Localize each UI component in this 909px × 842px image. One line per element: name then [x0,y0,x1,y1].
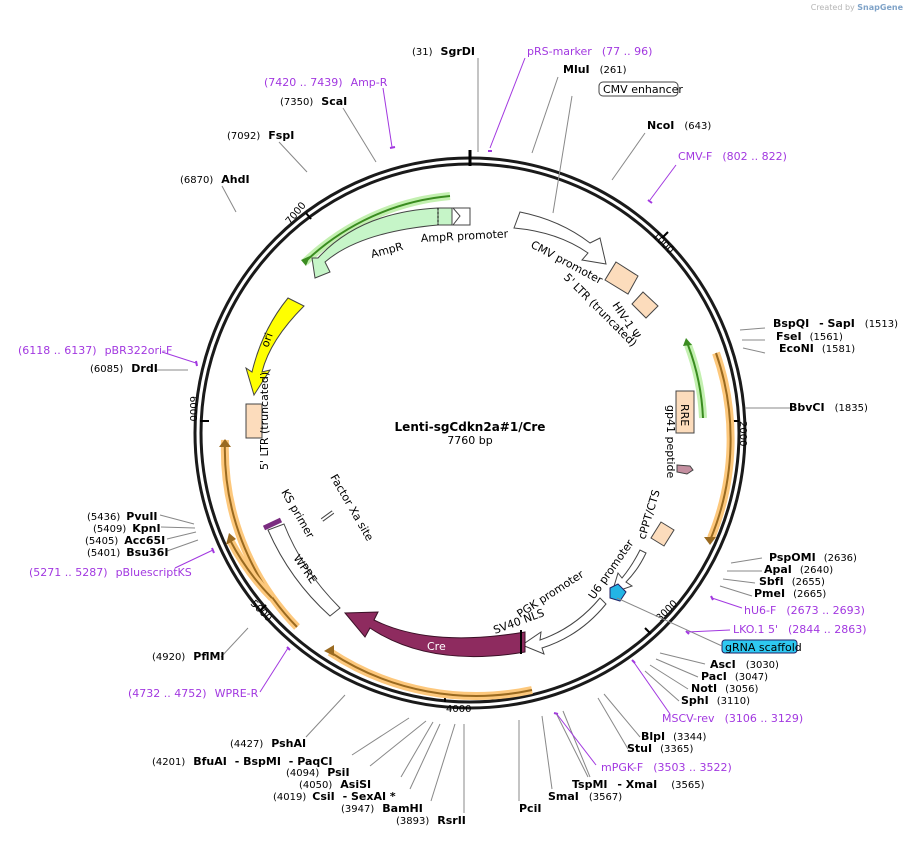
site-ahdi: (6870)AhdI [180,173,250,186]
snapgene-credit: Created by SnapGene [811,3,903,12]
site-bsu36i: (5401)Bsu36I [87,546,168,559]
credit-prefix: Created by [810,3,855,12]
primer-pbr322ori-f: (6118 .. 6137)pBR322ori-F [18,344,172,357]
primer-mscv-rev: MSCV-rev(3106 .. 3129) [662,712,803,725]
site-pspomi: PspOMI(2636) [769,551,857,564]
primer-labels: pRS-marker(77 .. 96) CMV-F(802 .. 822) h… [18,45,867,774]
u6-blue-mark [609,583,627,602]
gRNA-scaffold-label: gRNA scaffold [725,641,802,654]
ori-label: ori [259,331,276,349]
primer-leaders [161,57,743,766]
site-asisi: (4050)AsiSI [299,778,371,791]
site-pmei: PmeI(2665) [754,587,826,600]
primer-pbluescriptks: (5271 .. 5287)pBluescriptKS [29,566,192,579]
plasmid-title: Lenti-sgCdkn2a#1/Cre 7760 bp [395,420,546,447]
hiv-psi-box [631,291,659,319]
site-pflmi: (4920)PflMI [152,650,225,663]
ks-primer-mark [262,517,283,531]
primer-wpre-r: (4732 .. 4752)WPRE-R [128,687,259,700]
site-csii: (4019)CsiI - SexAI * [273,790,396,803]
ampr-promoter-label: AmpR promoter [420,227,508,245]
site-sphi: SphI(3110) [681,694,750,707]
ampr-arrow [311,207,439,279]
u6-promoter-arrow [611,549,647,594]
ltr-left-label: 5' LTR (truncated) [258,372,271,470]
cre-highlight-arc [327,648,533,700]
site-smai: SmaI(3567) [548,790,622,803]
cre-arrow [343,611,526,658]
cmv-promoter-arrow [513,211,607,265]
site-pvuii: (5436)PvuII [87,510,158,523]
site-pcii: PciI [519,802,541,815]
tick-1000: 1000 [650,230,676,256]
tick-6000: 6000 [187,396,198,421]
site-ncoi: NcoI(643) [647,119,711,132]
gp41-arrow [676,464,694,475]
site-tspmi: TspMI - XmaI(3565) [572,778,705,791]
ori-arrow [245,297,305,397]
factor-xa-label: Factor Xa site [327,472,376,543]
site-asci: AscI(3030) [710,658,779,671]
site-noti: NotI(3056) [691,682,758,695]
site-scai: (7350)ScaI [280,95,347,108]
features [219,192,735,700]
site-econi: EcoNI(1581) [779,342,855,355]
site-sgrdi: (31)SgrDI [412,45,475,58]
gRNA-scaffold-box [721,639,798,654]
primer-cmv-f: CMV-F(802 .. 822) [678,150,787,163]
site-fspi: (7092)FspI [227,129,294,142]
credit-brand: SnapGene [857,3,903,12]
site-bspqi: BspQI - SapI(1513) [773,317,898,330]
site-bamhi: (3947)BamHI [341,802,423,815]
cppt-box [650,521,675,547]
cmv-enhancer-label: CMV enhancer [603,83,683,96]
plasmid-name: Lenti-sgCdkn2a#1/Cre [395,420,546,434]
tick-2000: 2000 [737,421,748,446]
ltr-left-box [245,403,263,439]
site-paci: PacI(3047) [701,670,768,683]
primer-prs-marker: pRS-marker(77 .. 96) [527,45,652,58]
site-rsrii: (3893)RsrII [396,814,466,827]
cre-label: Cre [427,640,446,653]
site-psii: (4094)PsiI [286,766,350,779]
site-sbfi: SbfI(2655) [759,575,825,588]
primer-mpgk-f: mPGK-F(3503 .. 3522) [601,761,732,774]
site-stui: StuI(3365) [627,742,693,755]
primer-lko: LKO.1 5'(2844 .. 2863) [733,623,867,636]
cmv-enhancer-box [598,81,679,97]
site-fsei: FseI(1561) [776,330,843,343]
pgk-promoter-arrow [520,597,607,655]
wpre-box [267,523,341,617]
site-apai: ApaI(2640) [764,563,833,576]
restriction-sites: (31)SgrDI MluI(261) NcoI(643) BspQI - Sa… [85,45,898,827]
gp41-label: gp41 peptide [664,405,677,479]
site-pshai: (4427)PshAI [230,737,306,750]
backbone [193,150,747,710]
site-acc65i: (5405)Acc65I [85,534,165,547]
primer-amp-r: (7420 .. 7439)Amp-R [264,76,388,89]
ltr-top-box [604,261,639,295]
leader-lines [155,58,790,813]
plasmid-size: 7760 bp [447,434,492,447]
tick-3000: 3000 [654,598,680,624]
primer-hu6-f: hU6-F(2673 .. 2693) [744,604,865,617]
site-drdi: (6085)DrdI [90,362,158,375]
rre-box [675,390,695,434]
site-kpni: (5409)KpnI [93,522,161,535]
site-bbvci: BbvCI(1835) [789,401,868,414]
tick-4000: 4000 [446,704,471,715]
rre-label: RRE [678,404,691,426]
site-bfuai: (4201)BfuAI - BspMI - PaqCI [152,755,332,768]
ampr-label: AmpR [369,240,404,261]
site-blpi: BlpI(3344) [641,730,706,743]
site-mlui: MluI(261) [563,63,627,76]
